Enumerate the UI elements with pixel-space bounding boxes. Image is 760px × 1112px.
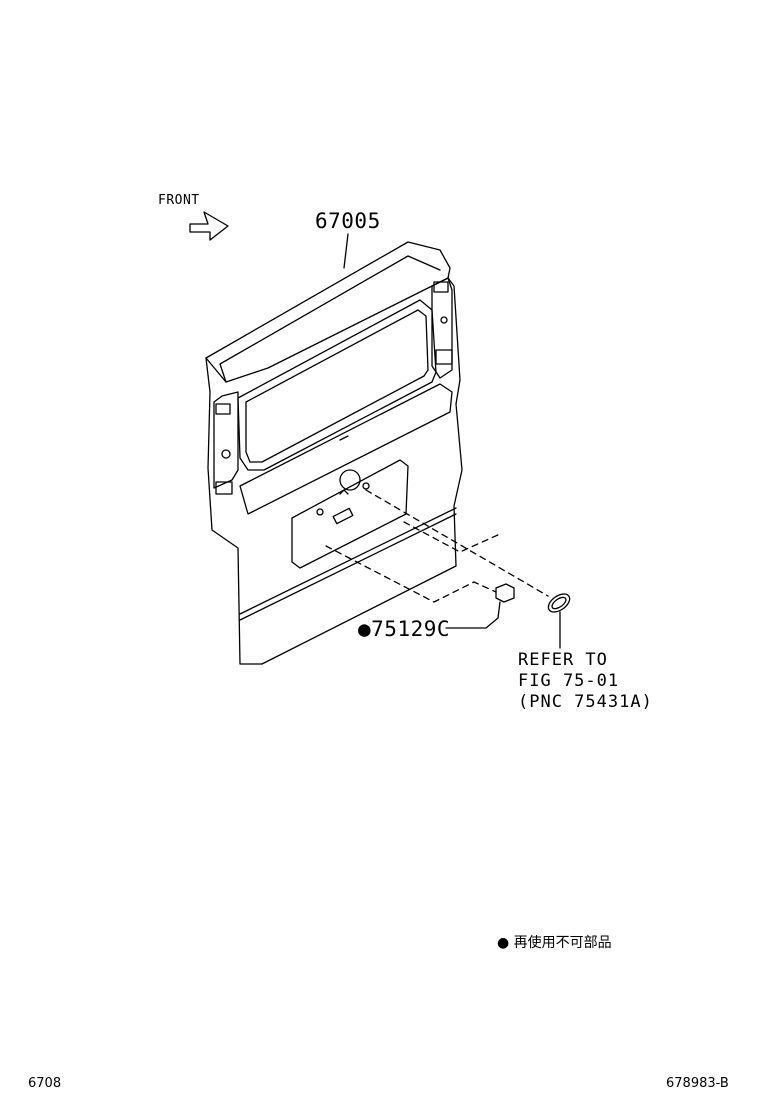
legend-marker: ● — [497, 935, 510, 951]
part-number-75129c-text: 75129C — [371, 617, 451, 641]
front-label: FRONT — [158, 193, 200, 208]
back-door-panel — [205, 241, 463, 665]
projection-lines — [325, 489, 549, 603]
leader-75129c — [445, 601, 501, 629]
legend-note: ● 再使用不可部品 — [497, 936, 612, 950]
emblem-part — [547, 593, 571, 613]
footer-right-code: 678983-B — [666, 1076, 729, 1091]
refer-line-2: FIG 75-01 — [518, 671, 620, 691]
front-arrow-icon — [189, 211, 229, 241]
hole-plug-75129c — [495, 583, 515, 603]
part-number-75129c: ●75129C — [358, 619, 450, 640]
refer-line-3: (PNC 75431A) — [518, 692, 653, 712]
footer-left-code: 6708 — [28, 1076, 62, 1091]
leader-67005 — [343, 233, 349, 269]
refer-note: REFER TO FIG 75-01 (PNC 75431A) — [518, 650, 653, 713]
refer-line-1: REFER TO — [518, 650, 608, 670]
non-reusable-marker: ● — [358, 617, 372, 641]
legend-text: 再使用不可部品 — [513, 935, 612, 951]
part-number-67005: 67005 — [315, 209, 381, 233]
